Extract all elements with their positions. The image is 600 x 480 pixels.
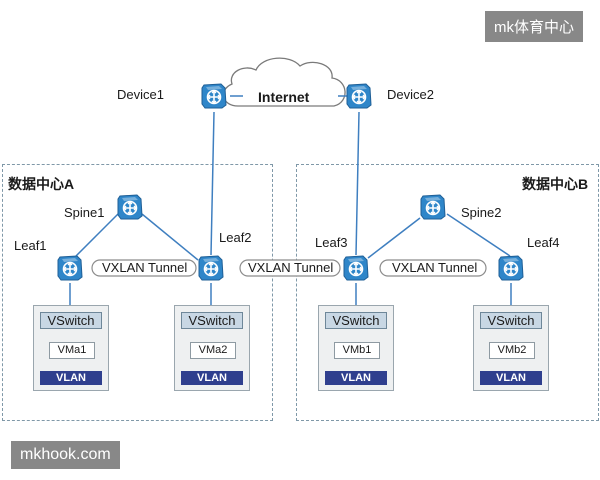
spine1-leaf1-link <box>75 213 119 257</box>
data-center-b-letter: B <box>578 176 589 192</box>
spine2-leaf3-link <box>367 217 421 259</box>
data-center-a-box <box>2 164 273 421</box>
device2-leaf3-link <box>355 111 360 256</box>
vswitch-label: VSwitch <box>181 312 243 329</box>
vm-label: VMb1 <box>334 342 380 359</box>
vlan-label: VLAN <box>40 371 102 385</box>
server-a1: VSwitch VMa1 VLAN <box>33 305 109 391</box>
device2-router-switch-icon <box>346 83 372 109</box>
leaf2-label: Leaf2 <box>219 230 252 245</box>
spine2-router-switch-icon <box>420 194 446 220</box>
tunnel-label-1: VXLAN Tunnel <box>102 260 188 275</box>
vm-label: VMa2 <box>190 342 236 359</box>
vm-label: VMa1 <box>49 342 95 359</box>
leaf2-router-switch-icon <box>198 255 224 281</box>
vm-label: VMb2 <box>489 342 535 359</box>
vxlan-tunnels <box>91 259 487 277</box>
cloud-icon <box>222 57 346 107</box>
vlan-label: VLAN <box>325 371 387 385</box>
device1-router-switch-icon <box>201 83 227 109</box>
data-center-a-letter: A <box>64 176 75 192</box>
internet-label: Internet <box>258 89 310 105</box>
vswitch-label: VSwitch <box>480 312 542 329</box>
vswitch-label: VSwitch <box>325 312 387 329</box>
vswitch-label: VSwitch <box>40 312 102 329</box>
data-center-b-label: 数据中心B <box>522 174 588 194</box>
tunnel-pipe-leaf3-leaf4 <box>379 259 487 277</box>
watermark-top: mk体育中心 <box>485 11 583 42</box>
leaf1-label: Leaf1 <box>14 238 47 253</box>
spine2-label: Spine2 <box>461 205 502 220</box>
data-center-b-box <box>296 164 599 421</box>
server-b2: VSwitch VMb2 VLAN <box>473 305 549 391</box>
tunnel-pipe-leaf2-leaf3 <box>239 259 341 277</box>
tunnel-label-2: VXLAN Tunnel <box>248 260 334 275</box>
leaf3-router-switch-icon <box>343 255 369 281</box>
data-center-b-name: 数据中心 <box>522 176 578 192</box>
device1-label: Device1 <box>117 87 164 102</box>
spine1-leaf2-link <box>141 213 199 261</box>
tunnel-pipe-leaf1-leaf2 <box>91 259 197 277</box>
watermark-bottom: mkhook.com <box>11 441 120 469</box>
leaf4-router-switch-icon <box>498 255 524 281</box>
device1-leaf2-link <box>210 111 215 256</box>
vlan-label: VLAN <box>181 371 243 385</box>
spine1-label: Spine1 <box>64 205 105 220</box>
device2-label: Device2 <box>387 87 434 102</box>
data-center-a-label: 数据中心A <box>8 174 74 194</box>
internet-cloud <box>222 57 346 107</box>
spine2-leaf4-link <box>446 213 511 257</box>
tunnel-label-3: VXLAN Tunnel <box>392 260 478 275</box>
leaf4-label: Leaf4 <box>527 235 560 250</box>
leaf1-router-switch-icon <box>57 255 83 281</box>
data-center-a-name: 数据中心 <box>8 176 64 192</box>
server-a2: VSwitch VMa2 VLAN <box>174 305 250 391</box>
vlan-label: VLAN <box>480 371 542 385</box>
spine1-router-switch-icon <box>117 194 143 220</box>
server-b1: VSwitch VMb1 VLAN <box>318 305 394 391</box>
uplink-lines <box>69 95 512 305</box>
leaf3-label: Leaf3 <box>315 235 348 250</box>
